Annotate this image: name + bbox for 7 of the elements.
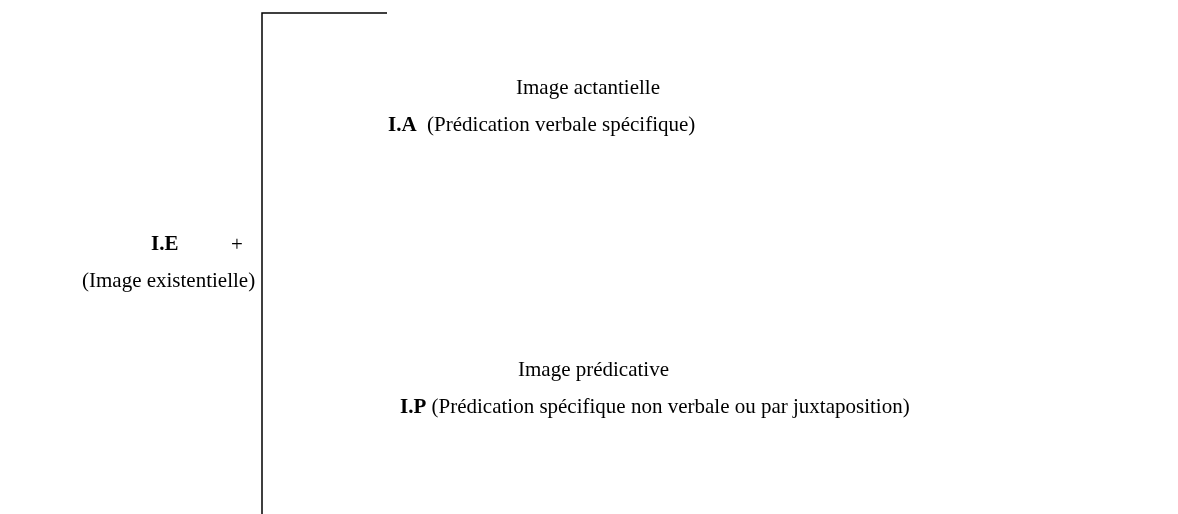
- definition-text: (Image existentielle): [82, 268, 256, 294]
- plus-sign: +: [231, 232, 243, 258]
- abbreviation-text: I.E: [151, 231, 179, 257]
- definition-text: I.P (Prédication spécifique non verbale ou par juxtaposition): [400, 394, 910, 420]
- heading-text: Image prédicative: [518, 357, 669, 383]
- heading-text: Image actantielle: [516, 75, 660, 101]
- definition-text: I.A (Prédication verbale spécifique): [388, 112, 696, 138]
